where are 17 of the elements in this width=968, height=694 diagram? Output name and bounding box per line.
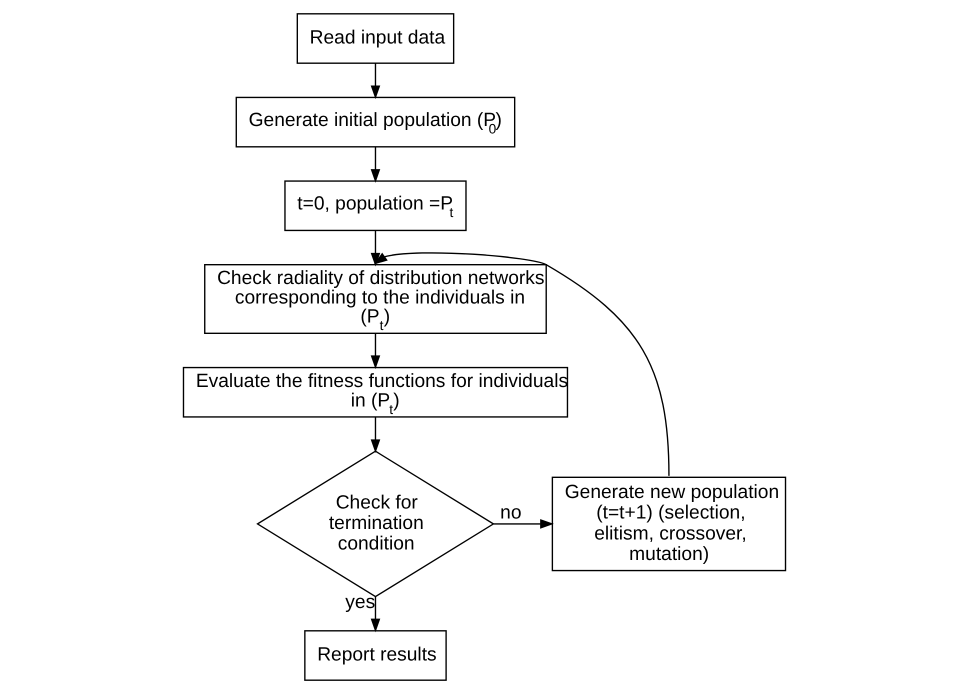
arrow (370, 596, 380, 632)
edge-label: no (500, 502, 522, 524)
node-diamond: Check for termination condition (256, 450, 494, 598)
node-box: Generate new population (t=t+1) (selection, elitism, crossover, mutation) (551, 476, 786, 572)
node-box: Evaluate the fitness functions for individuals in (P$_{t}$) (182, 366, 568, 418)
node-box: Report results (304, 630, 446, 681)
node-box: Check radiality of distribution networks corresponding to the individuals in (P$_{t}$) (204, 264, 546, 334)
arrow (370, 146, 380, 183)
arrow (370, 417, 380, 454)
node-box: t=0, population =P$_{t}$ (284, 180, 466, 232)
arrow (373, 252, 670, 476)
node-box: Generate initial population (P$_{0}$) (235, 96, 515, 148)
arrow (493, 519, 554, 529)
arrow (370, 63, 380, 100)
arrow (370, 334, 380, 370)
arrow (370, 230, 380, 267)
node-box: Read input data (296, 13, 454, 64)
